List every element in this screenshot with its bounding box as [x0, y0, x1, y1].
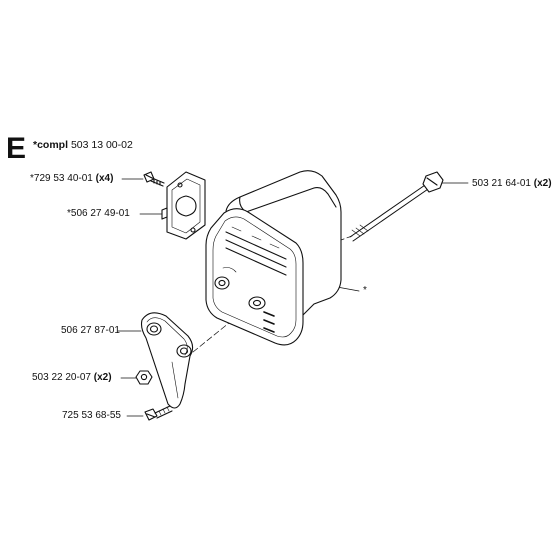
- assembly-part-number: 503 13 00-02: [70, 139, 133, 151]
- callout-label-screw-x4[interactable]: *729 53 40-01 (x4): [30, 173, 113, 185]
- callout-part-number: 503 22 20-07: [32, 372, 91, 383]
- callout-label-muffler[interactable]: *: [363, 285, 367, 297]
- long-bolt-icon: [349, 171, 444, 242]
- nut-icon: [135, 370, 153, 385]
- screw-icon: [144, 405, 173, 421]
- leader-line-muffler: [336, 286, 360, 292]
- muffler-body-icon: [205, 170, 342, 346]
- callout-part-number: 503 21 64-01: [472, 178, 531, 189]
- callout-label-bolt-x2[interactable]: 503 21 64-01 (x2): [472, 178, 552, 190]
- callout-quantity: (x4): [95, 173, 114, 184]
- callout-quantity: (x2): [533, 178, 552, 189]
- gasket-plate-icon: [161, 171, 206, 240]
- callout-part-number: *: [363, 285, 367, 296]
- screw-x4-icon: [143, 171, 165, 187]
- callout-part-number: *506 27 49-01: [67, 208, 130, 219]
- callout-label-gasket[interactable]: *506 27 49-01: [67, 208, 130, 220]
- callout-label-bracket[interactable]: 506 27 87-01: [61, 325, 120, 337]
- section-letter: E: [6, 132, 27, 165]
- callout-quantity: (x2): [93, 372, 112, 383]
- callout-label-screw[interactable]: 725 53 68-55: [62, 410, 121, 422]
- callout-part-number: 725 53 68-55: [62, 410, 121, 421]
- callout-label-nut-x2[interactable]: 503 22 20-07 (x2): [32, 372, 112, 384]
- callout-part-number: *729 53 40-01: [30, 173, 93, 184]
- leader-lines: [117, 178, 469, 417]
- callout-part-number: 506 27 87-01: [61, 325, 120, 336]
- assembly-title: *compl 503 13 00-02: [33, 139, 133, 151]
- bracket-icon: [140, 312, 194, 409]
- assembly-prefix: *compl: [33, 139, 69, 151]
